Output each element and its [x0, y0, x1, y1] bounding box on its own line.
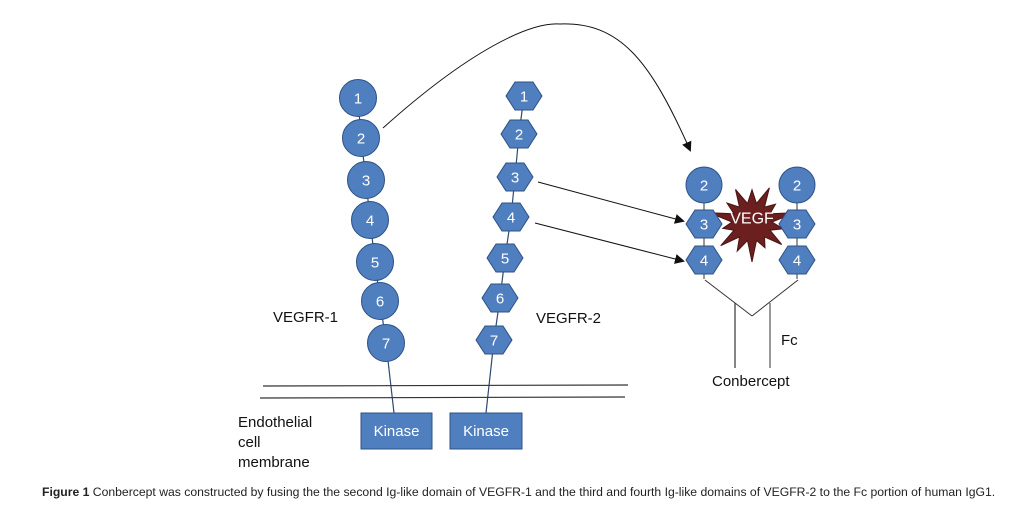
conbercept-label: Conbercept — [712, 373, 790, 390]
vegfr2-label: VEGFR-2 — [536, 310, 601, 327]
vegfr2-domain-5: 5 — [486, 243, 524, 273]
domain-number: 2 — [793, 178, 801, 195]
domain-number: 4 — [793, 253, 801, 270]
arrow-vegfr2-d3-to-conbercept — [537, 181, 685, 224]
domain-number: 4 — [700, 253, 708, 270]
vegfr1-domain-3: 3 — [347, 161, 385, 199]
conbercept-right-arm: 2 3 4 — [778, 166, 816, 275]
vegfr2-domain-chain: 1 2 3 4 5 6 7 — [475, 81, 543, 355]
domain-number: 3 — [362, 173, 370, 190]
domain-circle-shape — [351, 201, 389, 239]
conbercept-left-domain-4: 4 — [685, 245, 723, 275]
vegf-starburst-shape — [708, 187, 796, 263]
vegfr1-domain-chain: 1 2 3 4 5 6 7 — [339, 79, 405, 362]
domain-number: 1 — [354, 91, 362, 108]
arrow-vegfr1-d2-to-conbercept — [382, 23, 692, 152]
domain-hexagon-shape — [505, 81, 543, 111]
vegfr2-domain-3: 3 — [496, 162, 534, 192]
domain-number: 7 — [382, 336, 390, 353]
domain-circle-shape — [361, 282, 399, 320]
vegf-label: VEGF — [730, 211, 774, 228]
domain-hexagon-shape — [778, 209, 816, 239]
vegfr2-domain-6: 6 — [481, 283, 519, 313]
domain-hexagon-shape — [685, 209, 723, 239]
arrow-vegfr2-d4-to-conbercept — [534, 222, 685, 264]
domain-number: 7 — [490, 333, 498, 350]
vegfr2-domain-2: 2 — [500, 119, 538, 149]
conbercept-left-domain-2: 2 — [685, 166, 723, 204]
membrane-line-top — [262, 384, 629, 387]
domain-number: 2 — [700, 178, 708, 195]
domain-hexagon-shape — [492, 202, 530, 232]
vegfr2-domain-7: 7 — [475, 325, 513, 355]
vegf-ligand: VEGF — [708, 187, 796, 263]
domain-number: 4 — [366, 213, 374, 230]
vegfr1-label: VEGFR-1 — [273, 309, 338, 326]
conbercept-left-arm: 2 3 4 — [685, 166, 723, 275]
conbercept-right-domain-2: 2 — [778, 166, 816, 204]
domain-number: 5 — [371, 255, 379, 272]
figure-caption-text: Conbercept was constructed by fusing the… — [92, 485, 996, 499]
vegfr1-domain-6: 6 — [361, 282, 399, 320]
domain-number: 5 — [501, 251, 509, 268]
figure-number: Figure 1 — [42, 485, 90, 499]
vegfr1-domain-1: 1 — [339, 79, 377, 117]
conbercept-right-domain-3: 3 — [778, 209, 816, 239]
domain-circle-shape — [685, 166, 723, 204]
figure-caption: Figure 1 Conbercept was constructed by f… — [42, 485, 995, 499]
fc-label: Fc — [781, 332, 798, 349]
domain-hexagon-shape — [475, 325, 513, 355]
domain-circle-shape — [367, 324, 405, 362]
domain-number: 1 — [520, 89, 528, 106]
domain-number: 2 — [515, 127, 523, 144]
vegfr1-domain-2: 2 — [342, 119, 380, 157]
domain-hexagon-shape — [486, 243, 524, 273]
domain-hexagon-shape — [481, 283, 519, 313]
vegfr1-kinase: Kinase — [360, 412, 433, 450]
domain-hexagon-shape — [500, 119, 538, 149]
domain-number: 3 — [793, 217, 801, 234]
vegfr2-domain-1: 1 — [505, 81, 543, 111]
vegfr1-domain-7: 7 — [367, 324, 405, 362]
domain-circle-shape — [356, 243, 394, 281]
domain-number: 4 — [507, 210, 515, 227]
domain-number: 3 — [511, 170, 519, 187]
membrane-line-bottom — [259, 396, 626, 399]
membrane-label: Endothelial cell membrane — [238, 414, 316, 471]
vegfr1-kinase-label: Kinase — [374, 423, 420, 440]
vegfr2-kinase: Kinase — [449, 412, 523, 450]
conbercept-left-domain-3: 3 — [685, 209, 723, 239]
domain-hexagon-shape — [496, 162, 534, 192]
domain-number: 3 — [700, 217, 708, 234]
vegfr2-kinase-label: Kinase — [463, 423, 509, 440]
domain-circle-shape — [339, 79, 377, 117]
conbercept-diagram: Kinase Kinase 1 2 3 4 5 6 7 1 2 3 4 5 6 7 VEGFR-1 VE… — [238, 23, 816, 471]
domain-hexagon-shape — [685, 245, 723, 275]
domain-circle-shape — [347, 161, 385, 199]
vegfr1-domain-5: 5 — [356, 243, 394, 281]
conbercept-right-domain-4: 4 — [778, 245, 816, 275]
domain-number: 6 — [496, 291, 504, 308]
domain-circle-shape — [342, 119, 380, 157]
vegfr2-domain-4: 4 — [492, 202, 530, 232]
domain-circle-shape — [778, 166, 816, 204]
domain-number: 2 — [357, 131, 365, 148]
domain-hexagon-shape — [778, 245, 816, 275]
vegfr1-domain-4: 4 — [351, 201, 389, 239]
domain-number: 6 — [376, 294, 384, 311]
